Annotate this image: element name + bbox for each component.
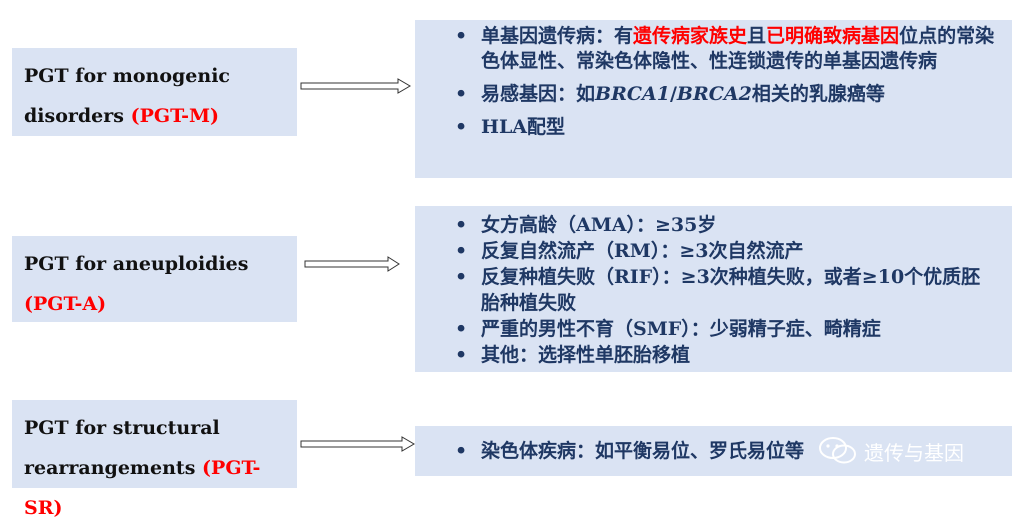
watermark-text: 遗传与基因 (864, 440, 964, 465)
pgt-a-label: PGT for aneuploidies (24, 253, 249, 275)
item-text: 易感基因：如 (481, 83, 596, 105)
detail-list: 单基因遗传病：有遗传病家族史且已明确致病基因位点的常染色体显性、常染色体隐性、性… (455, 24, 998, 140)
item-text: 女方高龄（AMA）：≥35岁 (481, 214, 717, 236)
wechat-icon (819, 437, 856, 464)
arrow-right-icon (300, 436, 415, 452)
detail-list-item: 女方高龄（AMA）：≥35岁 (455, 212, 998, 238)
detail-list-item: 单基因遗传病：有遗传病家族史且已明确致病基因位点的常染色体显性、常染色体隐性、性… (455, 24, 998, 74)
item-text: HLA配型 (481, 116, 566, 138)
pgt-sr-label-box: PGT for structural rearrangements (PGT-S… (12, 400, 297, 519)
pgt-m-label-box: PGT for monogenic disorders (PGT-M) (12, 48, 297, 136)
item-text: 反复自然流产（RM）：≥3次自然流产 (481, 240, 804, 262)
item-text: 反复种植失败（RIF）：≥3次种植失败，或者≥10个优质胚胎种植失败 (481, 266, 981, 314)
pgt-m-label: PGT for monogenic disorders (24, 65, 230, 127)
pgt-sr-label: PGT for structural rearrangements (24, 417, 220, 479)
item-text: 位点的常染色体显性、常染色体隐性、性连锁遗传的单基因遗传病 (481, 25, 995, 72)
detail-list-item: 严重的男性不育（SMF）：少弱精子症、畸精症 (455, 316, 998, 342)
detail-list-item: HLA配型 (455, 115, 998, 140)
arrow-right-icon (300, 78, 411, 94)
pgt-a-code: (PGT-A) (24, 293, 107, 315)
item-text: 其他：选择性单胚胎移植 (481, 344, 691, 366)
item-text: / (669, 83, 677, 105)
detail-list: 女方高龄（AMA）：≥35岁反复自然流产（RM）：≥3次自然流产反复种植失败（R… (455, 212, 998, 368)
pgt-m-code: (PGT-M) (130, 105, 219, 127)
item-text: 且 (747, 25, 767, 47)
item-text: 严重的男性不育（SMF）：少弱精子症、畸精症 (481, 318, 881, 340)
highlight-text: 遗传病家族史 (633, 25, 748, 47)
detail-list-item: 其他：选择性单胚胎移植 (455, 342, 998, 368)
arrow-right-icon (304, 256, 400, 272)
item-text: 单基因遗传病：有 (481, 25, 634, 47)
pgt-sr-details-box: 染色体疾病：如平衡易位、罗氏易位等 (415, 426, 1012, 476)
highlight-text: 已明确致病基因 (766, 25, 900, 47)
detail-list-item: 易感基因：如BRCA1/BRCA2相关的乳腺癌等 (455, 82, 998, 107)
pgt-m-details-box: 单基因遗传病：有遗传病家族史且已明确致病基因位点的常染色体显性、常染色体隐性、性… (415, 20, 1012, 178)
watermark: 遗传与基因 (818, 436, 964, 466)
item-text: 相关的乳腺癌等 (751, 83, 885, 105)
detail-list-item: 反复种植失败（RIF）：≥3次种植失败，或者≥10个优质胚胎种植失败 (455, 264, 998, 316)
detail-list-item: 反复自然流产（RM）：≥3次自然流产 (455, 238, 998, 264)
item-text: 染色体疾病：如平衡易位、罗氏易位等 (481, 440, 805, 462)
gene-name: BRCA2 (676, 83, 752, 105)
detail-list: 染色体疾病：如平衡易位、罗氏易位等 (455, 438, 998, 464)
gene-name: BRCA1 (595, 83, 670, 105)
pgt-a-details-box: 女方高龄（AMA）：≥35岁反复自然流产（RM）：≥3次自然流产反复种植失败（R… (415, 206, 1012, 372)
pgt-a-label-box: PGT for aneuploidies (PGT-A) (12, 236, 297, 322)
detail-list-item: 染色体疾病：如平衡易位、罗氏易位等 (455, 438, 998, 464)
